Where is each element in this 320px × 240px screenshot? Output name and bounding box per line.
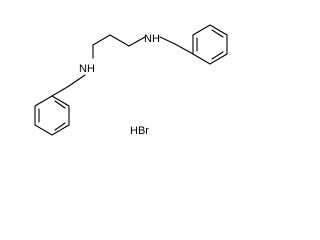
- salt-label: HBr: [130, 125, 149, 137]
- amine-label-top: NH: [144, 33, 160, 45]
- propane-chain: [92, 34, 146, 59]
- benzene-ring-top: [192, 24, 228, 65]
- benzene-ring-bottom: [34, 95, 70, 136]
- chemical-structure: NH NH HBr: [34, 24, 228, 137]
- bond-chain-top: [159, 36, 194, 55]
- bond-chain-bottom: [51, 74, 86, 97]
- amine-label-bottom: NH: [79, 63, 95, 75]
